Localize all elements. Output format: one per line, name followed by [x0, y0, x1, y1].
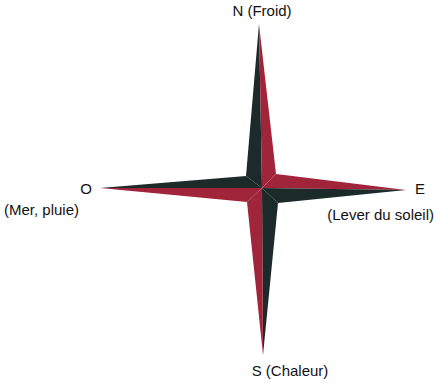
east-arm-red: [262, 174, 406, 190]
north-arm-red: [259, 24, 276, 188]
east-arm-dark: [262, 188, 406, 203]
west-arm-dark: [100, 176, 262, 188]
east-note: (Lever du soleil): [324, 206, 434, 223]
south-arm-red: [247, 188, 263, 355]
south-label: S (Chaleur): [252, 362, 329, 379]
south-arm-dark: [262, 188, 278, 355]
west-note: (Mer, pluie): [4, 201, 79, 218]
compass-star: [100, 24, 406, 355]
north-label: N (Froid): [232, 2, 291, 19]
east-letter: E: [415, 180, 425, 197]
west-letter: O: [80, 180, 92, 197]
west-arm-red: [100, 188, 262, 202]
